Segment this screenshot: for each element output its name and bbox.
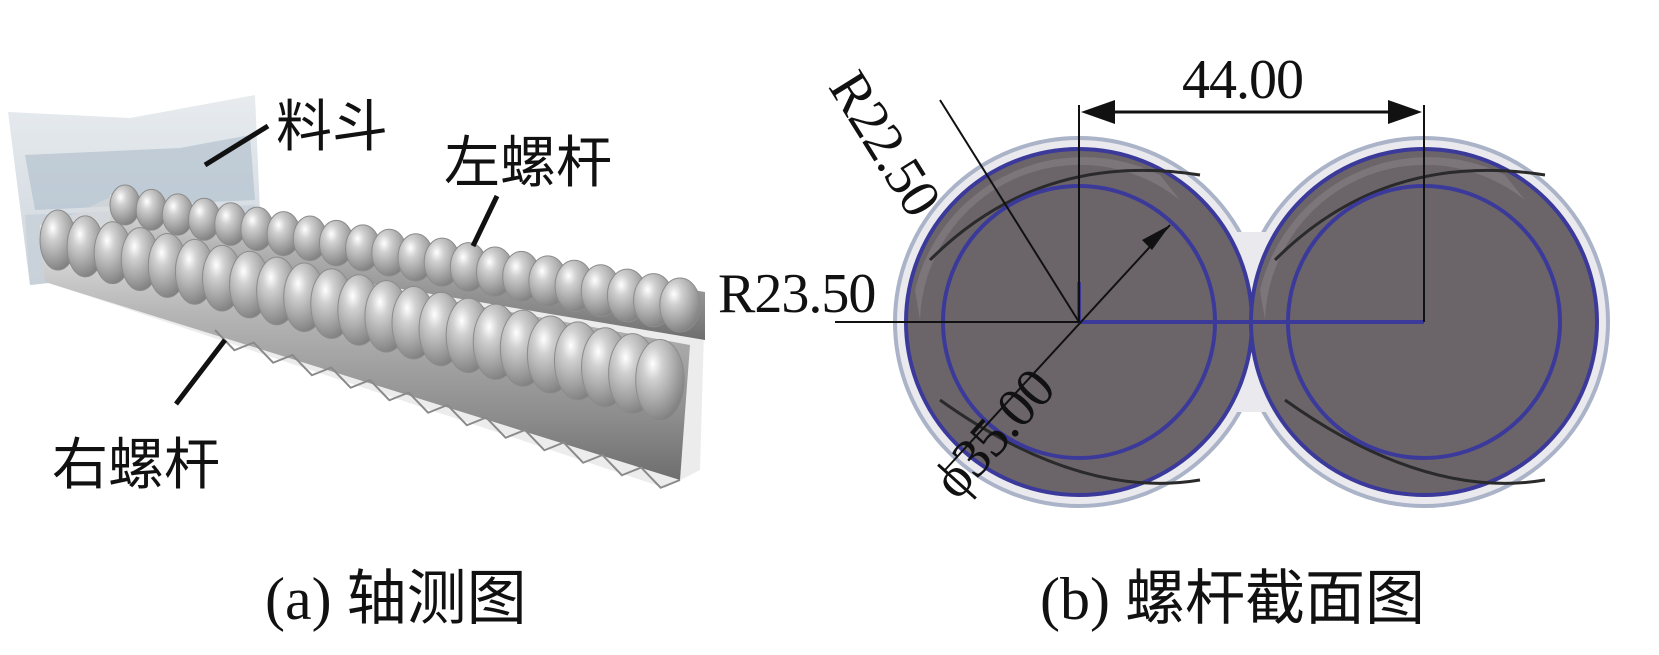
isometric-view xyxy=(8,95,705,489)
diameter-leader xyxy=(944,224,1171,471)
screw-flight xyxy=(135,188,168,231)
left-screw-leader xyxy=(470,194,500,248)
left-screw xyxy=(109,184,705,340)
hopper-leader xyxy=(203,123,270,168)
screw-flight xyxy=(109,184,141,226)
center-distance-dimension xyxy=(1078,100,1425,322)
hopper-label: 料斗 xyxy=(276,97,388,159)
r22-leader xyxy=(939,99,1080,323)
screw-flight xyxy=(659,277,701,333)
caption-a: (a) 轴测图 xyxy=(265,566,527,632)
cross-section xyxy=(835,99,1610,508)
right-screw xyxy=(39,209,690,489)
screw-flight xyxy=(635,339,685,421)
radius-outer-label: R23.50 xyxy=(718,263,876,325)
center-distance-label: 44.00 xyxy=(1182,49,1304,111)
caption-b: (b) 螺杆截面图 xyxy=(1040,566,1425,632)
right-screw-leader xyxy=(174,338,227,406)
left-screw-label: 左螺杆 xyxy=(444,133,612,195)
right-screw-label: 右螺杆 xyxy=(52,435,220,497)
